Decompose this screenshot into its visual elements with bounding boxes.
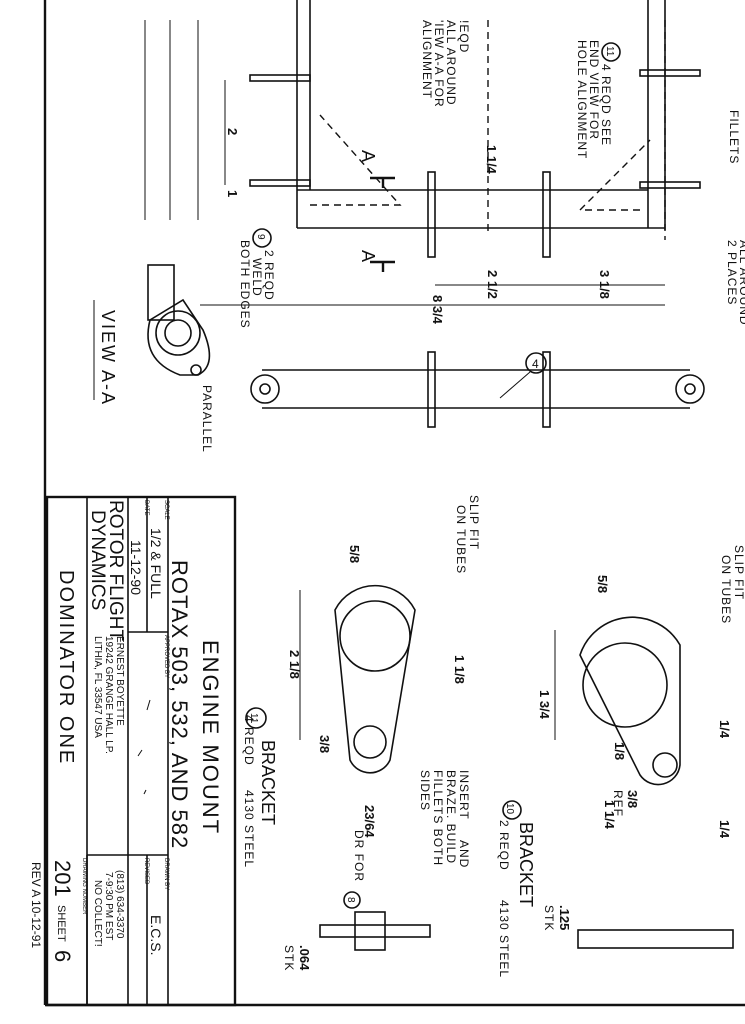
dim-8-3-4: 8 3/4 (430, 295, 445, 325)
drawing-subtitle: ROTAX 503, 532, AND 582 (167, 560, 192, 849)
drawing-title: ENGINE MOUNT (198, 640, 223, 835)
insert-note-1: INSERT (457, 770, 471, 820)
section-a-top: A (358, 150, 378, 162)
bracket-10-slip-fit-1: SLIP FIT (732, 545, 745, 600)
approved-label: APPROVED BY (163, 635, 169, 678)
dim-23-64: 23/64 (362, 805, 377, 838)
dim-2-1-2: 2 1/2 (485, 270, 500, 299)
revised-label: REVISED (143, 858, 149, 885)
top-view-dimensions: 2 1/2 3 1/8 8 3/4 2 1 1 1/4 (200, 80, 665, 325)
bracket-11-title: BRACKET (258, 740, 278, 825)
approval-signature (137, 699, 151, 795)
company-name-2: DYNAMICS (87, 510, 108, 610)
mount-side-view: 4 (250, 351, 705, 428)
note-all-around-places-2: 2 PLACES (725, 240, 739, 305)
dim-1-4-dr: 1/4 (717, 720, 732, 739)
note-9-line2: WELD (250, 258, 264, 297)
parallel-label: PARALLEL (200, 385, 214, 453)
stk-label-1: STK (542, 905, 556, 931)
company-name-1: ROTOR FLIGHT (105, 500, 126, 641)
bracket-11-slip-fit-2: ON TUBES (454, 505, 468, 574)
callout-4-circle (525, 352, 547, 374)
note-11-line3: HOLE ALIGNMENT (575, 40, 589, 159)
callout-10: 10 (504, 803, 515, 815)
dim-2: 2 (225, 128, 240, 135)
note-all-around-3: ALIGNMENT (420, 20, 434, 99)
contact-name: ERNEST BOYETTE (114, 636, 125, 726)
note-all-around-places-1: ALL AROUND (737, 240, 745, 326)
callout-11: 11 (604, 46, 615, 57)
dim-3-8-r: 3/8 (317, 735, 332, 753)
note-9-line3: BOTH EDGES (238, 240, 252, 329)
contact-phone: (813) 634-3370 (114, 870, 125, 939)
mount-top-view: A A (144, 0, 701, 272)
dim-1-3-4: 1 3/4 (537, 690, 552, 720)
note-reqd-partial: !EQD (457, 20, 471, 53)
contact-address: 19242 GRANGE HALL LP. (103, 636, 114, 754)
dim-5-8: 5/8 (595, 575, 610, 593)
date-label: DATE (143, 500, 149, 516)
dim-3-8-ref: 3/8 (625, 790, 640, 808)
drawing-number: 201 (50, 860, 75, 897)
dim-1-4-r: 1/4 (717, 820, 732, 839)
note-all-around-2: 'IEW A-A FOR (432, 20, 446, 108)
dim-1-8: 1/8 (612, 742, 627, 760)
stock-edge-views: .125 STK .064 STK (282, 905, 734, 971)
dim-1-1-8: 1 1/8 (452, 655, 467, 684)
drawing-notes: !EQD ALL AROUND 'IEW A-A FOR ALIGNMENT 1… (238, 20, 745, 329)
view-a-a: VIEW A-A PARALLEL (93, 264, 214, 453)
drawn-by: E.C.S. (148, 915, 164, 955)
insert-note-2: AND (457, 840, 471, 868)
dim-3-1-8: 3 1/8 (597, 270, 612, 299)
dim-1: 1 (225, 190, 240, 197)
bracket-10-title: BRACKET (516, 822, 536, 907)
stk-label-2: STK (282, 945, 296, 971)
contact-hours: 7-9:30 PM EST (103, 872, 114, 940)
contact-city: LITHIA, FL 33547 USA (92, 636, 103, 738)
bracket-10-reqd: 2 REQD (497, 820, 511, 871)
bracket-11-reqd: 4 REQD (242, 715, 256, 766)
callout-8: 8 (345, 897, 356, 903)
bracket-10-slip-fit-2: ON TUBES (719, 555, 733, 624)
insert-note-3: BRAZE. BUILD (444, 770, 458, 864)
stk-064: .064 (297, 945, 312, 971)
ref-label: REF (611, 790, 625, 817)
stk-125: .125 (557, 905, 572, 930)
dr-for-label: DR FOR (352, 830, 366, 882)
scale-value: 1/2 & FULL (148, 528, 164, 599)
bracket-11-slip-fit-1: SLIP FIT (467, 495, 481, 550)
date-value: 11-12-90 (128, 540, 144, 595)
dim-2-1-8: 2 1/8 (287, 650, 302, 679)
note-11-line2: END VIEW FOR (587, 40, 601, 140)
no-collect: NO COLLECT! (92, 880, 103, 947)
section-a-bottom: A (358, 250, 378, 262)
bracket-10: 10 BRACKET 2 REQD 4130 STEEL SLIP FIT ON… (497, 545, 745, 978)
sheet-number: 6 (50, 950, 75, 962)
project-name: DOMINATOR ONE (55, 570, 77, 765)
note-11-line1: 4 REQD SEE (599, 64, 613, 146)
insert-note-5: SIDES (418, 770, 432, 811)
revision: REV A 10-12-91 (29, 862, 43, 948)
bracket-11: 11 BRACKET 4 REQD 4130 STEEL SLIP FIT ON… (242, 495, 481, 909)
bracket-11-steel: 4130 STEEL (242, 790, 256, 868)
title-block: ENGINE MOUNT ROTAX 503, 532, AND 582 SCA… (29, 495, 237, 1007)
note-fillets: FILLETS (727, 110, 741, 164)
sheet-label: SHEET (55, 905, 67, 942)
note-all-around-1: ALL AROUND (444, 20, 458, 106)
callout-11-bracket: 11 (248, 713, 259, 724)
dim-5-8-b: 5/8 (347, 545, 362, 563)
callout-4: 4 (532, 357, 539, 371)
drawing-number-label: DRAWING NUMBER (81, 858, 87, 915)
bracket-10-steel: 4130 STEEL (497, 900, 511, 978)
dim-1-1-4b: 1 1/4 (602, 800, 617, 830)
drawn-label: DRAWN BY (163, 858, 169, 890)
note-9-line1: 2 REQD (262, 250, 276, 301)
view-aa-label: VIEW A-A (98, 310, 118, 406)
dim-1-1-4: 1 1/4 (484, 145, 499, 175)
scale-label: SCALE (163, 500, 169, 520)
callout-9: 9 (255, 234, 266, 240)
insert-note-4: FILLETS BOTH (431, 770, 445, 866)
